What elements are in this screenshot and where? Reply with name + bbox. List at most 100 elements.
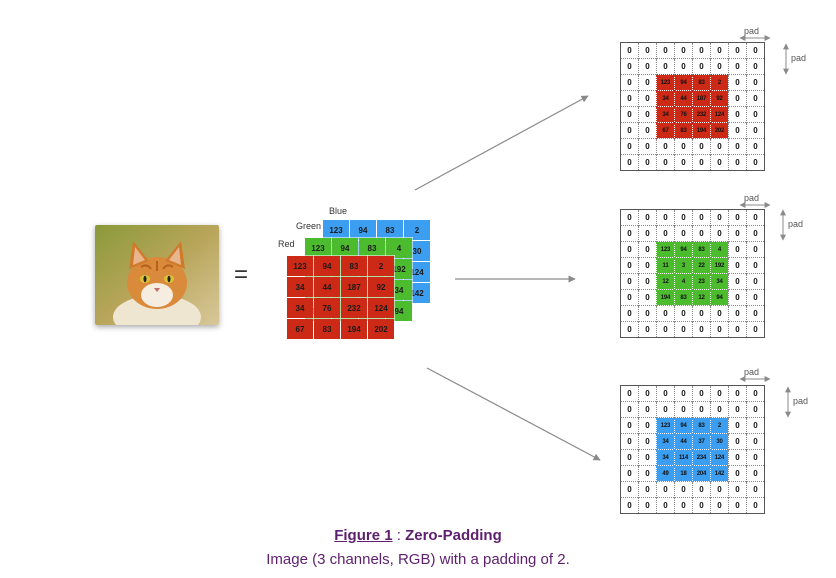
padded-green-zero-cell: 0 [728, 273, 747, 290]
padded-blue-zero-cell: 0 [674, 497, 693, 514]
padded-blue-value-cell: 49 [656, 465, 675, 482]
padded-blue-value-cell: 2 [710, 417, 729, 434]
padded-green-zero-cell: 0 [638, 257, 657, 274]
padded-red-value-cell: 202 [710, 122, 729, 139]
padded-blue-value-cell: 44 [674, 433, 693, 450]
padded-green-zero-cell: 0 [656, 209, 675, 226]
padded-red-zero-cell: 0 [656, 138, 675, 155]
padded-red-zero-cell: 0 [638, 58, 657, 75]
padded-blue-zero-cell: 0 [692, 481, 711, 498]
padded-green-zero-cell: 0 [728, 225, 747, 242]
padded-red-zero-cell: 0 [638, 138, 657, 155]
padded-blue-value-cell: 83 [692, 417, 711, 434]
padded-red-zero-cell: 0 [620, 42, 639, 59]
padded-blue-value-cell: 204 [692, 465, 711, 482]
red-matrix-cell: 123 [286, 255, 314, 277]
padded-blue-zero-cell: 0 [620, 433, 639, 450]
padded-green-zero-cell: 0 [620, 321, 639, 338]
padded-green-zero-cell: 0 [674, 225, 693, 242]
padded-red-value-cell: 94 [674, 74, 693, 91]
padded-green-zero-cell: 0 [728, 305, 747, 322]
padded-blue-zero-cell: 0 [692, 401, 711, 418]
padded-blue-zero-cell: 0 [746, 385, 765, 402]
padded-green-value-cell: 94 [674, 241, 693, 258]
padded-red-zero-cell: 0 [620, 122, 639, 139]
padded-green-zero-cell: 0 [656, 305, 675, 322]
padded-blue-value-cell: 142 [710, 465, 729, 482]
figure-title: Zero-Padding [405, 527, 502, 544]
figure-caption-subtitle: Image (3 channels, RGB) with a padding o… [266, 551, 570, 568]
padded-green-zero-cell: 0 [620, 305, 639, 322]
padded-green-zero-cell: 0 [620, 209, 639, 226]
padded-green-zero-cell: 0 [746, 257, 765, 274]
padded-blue-zero-cell: 0 [710, 385, 729, 402]
padded-blue-zero-cell: 0 [620, 449, 639, 466]
pad-label-blue-side: pad [793, 396, 809, 406]
padded-red-zero-cell: 0 [638, 74, 657, 91]
padded-red-value-cell: 232 [692, 106, 711, 123]
padded-green-value-cell: 4 [674, 273, 693, 290]
padded-green-zero-cell: 0 [746, 321, 765, 338]
padded-green-zero-cell: 0 [728, 209, 747, 226]
padded-green-zero-cell: 0 [746, 225, 765, 242]
padded-blue-zero-cell: 0 [746, 449, 765, 466]
red-matrix-cell: 34 [286, 276, 314, 298]
padded-blue-zero-cell: 0 [656, 385, 675, 402]
padded-red-zero-cell: 0 [620, 74, 639, 91]
figure-label-link[interactable]: Figure 1 [334, 527, 393, 544]
padded-green-zero-cell: 0 [638, 321, 657, 338]
padded-blue-zero-cell: 0 [638, 497, 657, 514]
padded-green-zero-cell: 0 [638, 289, 657, 306]
padded-green-zero-cell: 0 [728, 241, 747, 258]
figure-caption-title: Figure 1 : Zero-Padding [0, 527, 836, 544]
padded-red-zero-cell: 0 [620, 58, 639, 75]
padded-green-zero-cell: 0 [728, 257, 747, 274]
padded-red-zero-cell: 0 [674, 138, 693, 155]
red-matrix-cell: 232 [340, 297, 368, 319]
padded-red-value-cell: 34 [656, 106, 675, 123]
padded-green-zero-cell: 0 [620, 241, 639, 258]
padded-red-zero-cell: 0 [710, 138, 729, 155]
padded-red-zero-cell: 0 [746, 42, 765, 59]
padded-blue-zero-cell: 0 [746, 401, 765, 418]
padded-blue-value-cell: 114 [674, 449, 693, 466]
padded-green-zero-cell: 0 [620, 289, 639, 306]
red-matrix-cell: 2 [367, 255, 395, 277]
padded-red-value-cell: 83 [692, 74, 711, 91]
padded-green-zero-cell: 0 [656, 321, 675, 338]
padded-blue-zero-cell: 0 [728, 401, 747, 418]
green-matrix-cell: 83 [358, 237, 386, 259]
pad-label-red-top: pad [744, 26, 760, 36]
padded-red-value-cell: 194 [692, 122, 711, 139]
padded-red-zero-cell: 0 [728, 42, 747, 59]
padded-blue-zero-cell: 0 [656, 401, 675, 418]
padded-green-zero-cell: 0 [728, 321, 747, 338]
padded-green-zero-cell: 0 [674, 209, 693, 226]
padded-red-value-cell: 2 [710, 74, 729, 91]
padded-green-zero-cell: 0 [710, 225, 729, 242]
padded-green-zero-cell: 0 [746, 289, 765, 306]
padded-blue-zero-cell: 0 [620, 417, 639, 434]
padded-green-zero-cell: 0 [710, 305, 729, 322]
padded-red-zero-cell: 0 [728, 58, 747, 75]
pad-label-blue-top: pad [744, 367, 760, 377]
red-matrix-cell: 67 [286, 318, 314, 340]
channel-label-blue: Blue [329, 206, 348, 216]
padded-green-zero-cell: 0 [674, 321, 693, 338]
padded-red-zero-cell: 0 [746, 58, 765, 75]
